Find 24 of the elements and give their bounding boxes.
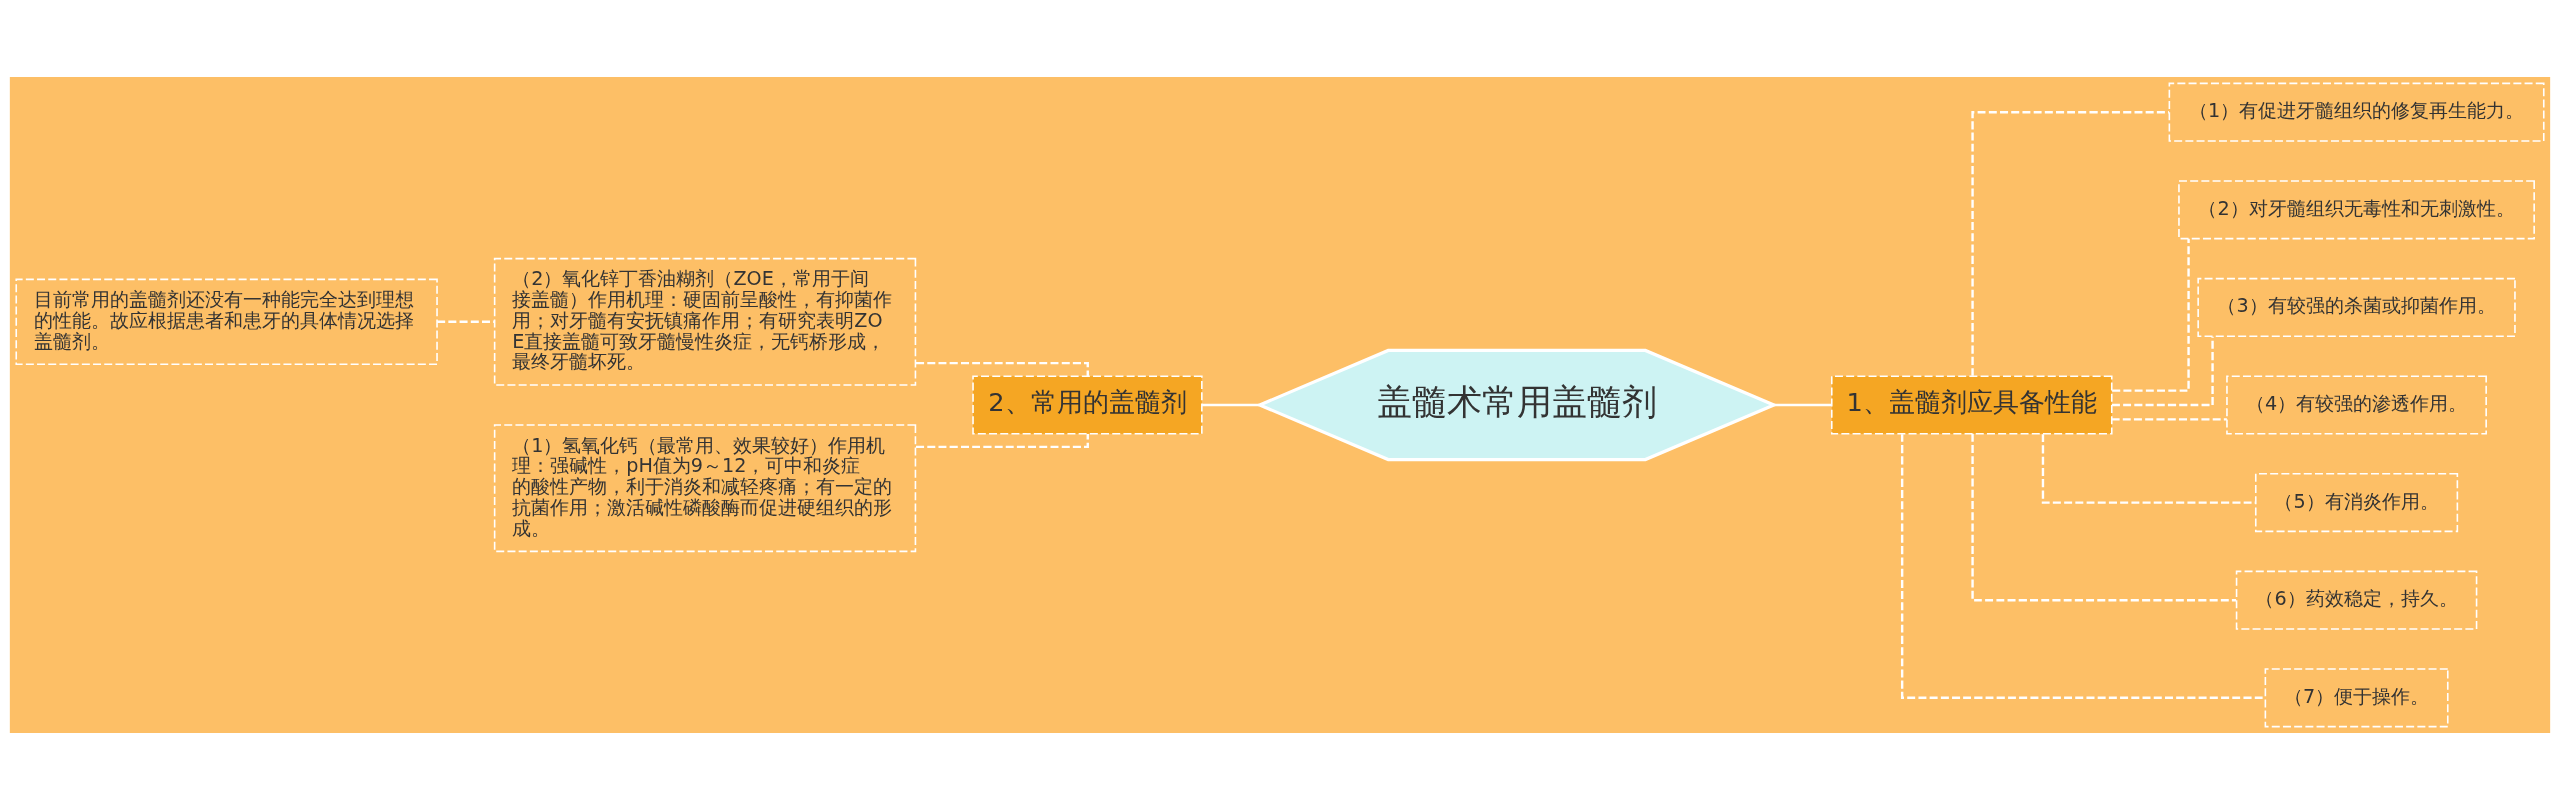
node-box: （1）有促进牙髓组织的修复再生能力。: [2168, 82, 2545, 142]
node-box: （7）便于操作。: [2264, 667, 2449, 727]
node-box: 目前常用的盖髓剂还没有一种能完全达到理想的性能。故应根据患者和患牙的具体情况选择盖髓剂。: [15, 278, 438, 365]
connector: [1900, 433, 2266, 699]
connector: [2111, 336, 2214, 406]
node-box: （2）对牙髓组织无毒性和无刺激性。: [2178, 179, 2535, 239]
connector: [1774, 403, 1832, 406]
connector: [2111, 417, 2227, 421]
node-box: （5）有消炎作用。: [2254, 472, 2459, 532]
connector: [2112, 238, 2190, 392]
node-box: （1）氢氧化钙（最常用、效果较好）作用机理：强碱性，pH值为9～12，可中和炎症的酸性产物，利于消炎和减轻疼痛；有一定的抗菌作用；激活碱性磷酸酶而促进硬组织的形成。: [493, 423, 917, 552]
connector: [1971, 433, 2237, 601]
node-box: （3）有较强的杀菌或抑菌作用。: [2197, 277, 2516, 337]
connector: [2041, 433, 2256, 504]
node-box: 2、常用的盖髓剂: [972, 374, 1203, 435]
node-box: （6）药效稳定，持久。: [2235, 570, 2478, 630]
node-box: （2）氧化锌丁香油糊剂（ZOE，常用于间接盖髓）作用机理：硬固前呈酸性，有抑菌作用；对牙髓有安抚镇痛作用；有研究表明ZOE直接盖髓可致牙髓慢性炎症，无钙桥形成，最终牙髓坏死。: [493, 257, 917, 386]
connector: [437, 320, 495, 323]
connector: [916, 361, 1089, 376]
node-box: 1、盖髓剂应具备性能: [1830, 374, 2113, 435]
connector: [916, 433, 1089, 448]
connector: [1971, 110, 2170, 376]
node-box: （4）有较强的渗透作用。: [2226, 374, 2487, 435]
connector: [1201, 403, 1260, 406]
